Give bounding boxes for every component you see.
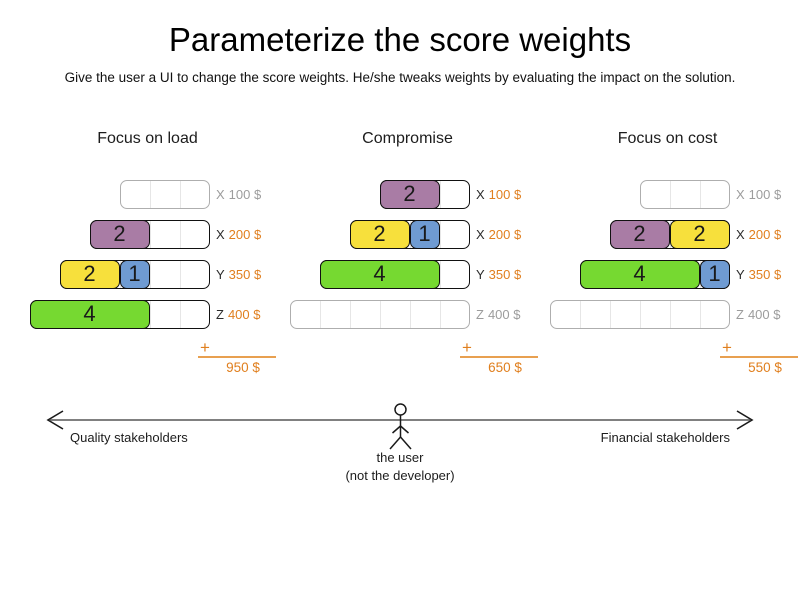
constraint-price: 100 $ [228,187,262,202]
constraint-price: 400 $ [747,307,781,322]
constraint-price: 100 $ [748,187,782,202]
page-subtitle: Give the user a UI to change the score w… [64,70,736,85]
total-amount: 650 $ [488,360,522,375]
plus-sign: + [462,338,472,357]
constraint-price: 200 $ [488,227,522,242]
weight-box-empty [120,180,210,209]
column-total: + 950 $ [198,338,276,375]
constraint-price: 350 $ [748,267,782,282]
segment-value: 2 [83,261,96,286]
column-header-compromise: Compromise [362,130,453,147]
constraint-letter: Z [216,307,224,322]
segment-value: 2 [633,221,646,246]
weight-segment-yellow: 2 [669,219,730,249]
weight-segment-green: 4 [29,299,150,329]
page-title: Parameterize the score weights [168,21,632,58]
constraint-price: 400 $ [487,307,521,322]
constraint-letter: Y [476,267,485,282]
weight-segment-green: 4 [579,259,700,289]
sum-rule [720,356,798,358]
weight-segment-yellow: 2 [59,259,120,289]
segment-value: 1 [708,261,721,286]
segment-value: 2 [113,221,126,246]
segment-value: 2 [693,221,706,246]
weight-box: 2 2 [609,219,730,249]
constraint-letter: X [476,227,485,242]
segment-value: 4 [633,261,646,286]
weight-box: 4 [29,299,210,329]
constraint-price: 200 $ [748,227,782,242]
constraint-letter: X [476,187,485,202]
constraint-letter: Z [736,307,744,322]
constraint-letter: Z [476,307,484,322]
weight-box-empty [290,300,470,329]
column-header-focus-on-cost: Focus on cost [617,130,718,147]
weight-box: 2 1 [59,259,210,289]
weight-box-empty [550,300,730,329]
segment-value: 4 [83,301,96,326]
weight-segment-purple: 2 [609,219,670,249]
weight-box-empty [640,180,730,209]
constraint-letter: Y [216,267,225,282]
weight-box: 4 1 [579,259,730,289]
financial-stakeholders-label: Financial stakeholders [600,430,730,445]
weight-segment-purple: 2 [379,179,440,209]
constraint-letter: Y [736,267,745,282]
segment-value: 2 [373,221,386,246]
weight-segment-purple: 2 [89,219,150,249]
weight-box: 2 1 [349,219,470,249]
constraint-price: 350 $ [488,267,522,282]
stakeholder-axis [46,403,754,450]
constraint-price: 350 $ [228,267,262,282]
quality-stakeholders-label: Quality stakeholders [70,430,188,445]
constraint-letter: X [736,187,745,202]
sum-rule [198,356,276,358]
weight-segment-green: 4 [319,259,440,289]
plus-sign: + [200,338,210,357]
weight-segment-blue: 1 [119,259,150,289]
constraint-price: 400 $ [227,307,261,322]
weight-box: 2 [89,219,210,249]
column-total: + 650 $ [460,338,538,375]
constraint-price: 200 $ [228,227,262,242]
user-caption-line1: the user [376,450,424,465]
weight-segment-blue: 1 [699,259,730,289]
sum-rule [460,356,538,358]
constraint-letter: X [216,187,225,202]
segment-value: 4 [373,261,386,286]
segment-value: 2 [403,181,416,206]
segment-value: 1 [418,221,431,246]
weight-segment-yellow: 2 [349,219,410,249]
constraint-price: 100 $ [488,187,522,202]
segment-value: 1 [128,261,141,286]
plus-sign: + [722,338,732,357]
weight-segment-blue: 1 [409,219,440,249]
user-caption-line2: (not the developer) [345,468,455,483]
constraint-letter: X [216,227,225,242]
column-total: + 550 $ [720,338,798,375]
weight-box: 4 [319,259,470,289]
constraint-letter: X [736,227,745,242]
left-arrowhead-icon [46,410,64,430]
column-header-focus-on-load: Focus on load [97,130,198,147]
right-arrowhead-icon [736,410,754,430]
weight-box: 2 [379,179,470,209]
total-amount: 950 $ [226,360,260,375]
total-amount: 550 $ [748,360,782,375]
user-actor-icon [389,403,412,450]
